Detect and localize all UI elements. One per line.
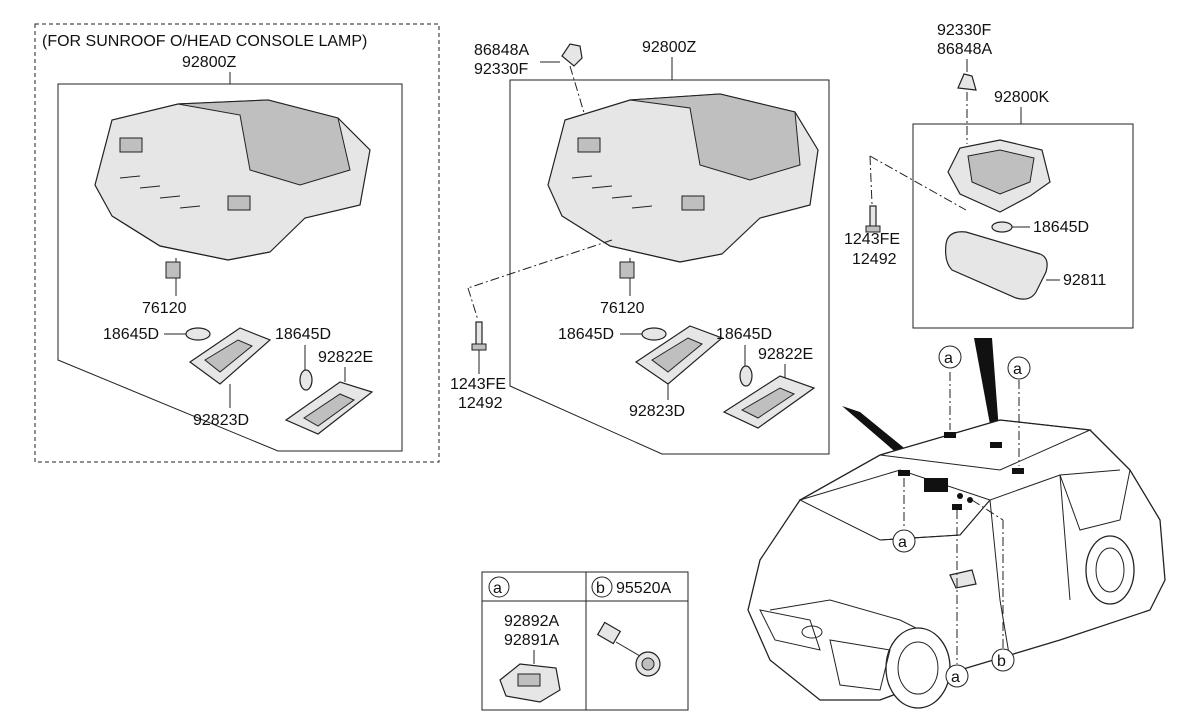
center-bulb-right-label[interactable]: 18645D <box>716 326 772 343</box>
roof-marker-2 <box>990 442 1002 448</box>
roof-marker-5 <box>924 478 948 492</box>
roof-marker-1 <box>944 432 956 438</box>
right-clip-part <box>957 73 977 91</box>
right-panel: 92330F 86848A 92800K 18645D 92811 1243FE… <box>844 22 1134 329</box>
callout-a-top-left-text: a <box>944 350 953 367</box>
callout-a-bottom-text: a <box>951 669 960 686</box>
left-caption: (FOR SUNROOF O/HEAD CONSOLE LAMP) <box>42 33 367 50</box>
center-panel: 86848A 92330F 92800Z 76120 18645D 92823D… <box>450 39 830 455</box>
left-assembly-frame <box>57 83 403 452</box>
center-bulb-left-label[interactable]: 18645D <box>558 326 614 343</box>
legend-b-code[interactable]: 95520A <box>616 580 671 597</box>
callout-a-left[interactable] <box>892 529 916 553</box>
callout-a-top-left[interactable] <box>938 345 962 369</box>
legend-b-part <box>596 621 661 677</box>
left-bulb-left-part <box>185 327 211 341</box>
center-clip-code-2[interactable]: 92330F <box>474 61 528 78</box>
roof-marker-6 <box>952 504 962 510</box>
right-clip-code-2[interactable]: 86848A <box>937 41 992 58</box>
left-dashed-frame <box>34 23 440 463</box>
right-screw-code-2[interactable]: 12492 <box>852 251 897 268</box>
car-illustration: a a a a b <box>747 338 1166 709</box>
car-wheel-front <box>885 627 951 709</box>
left-console-part <box>94 99 371 261</box>
legend-a-part <box>499 663 561 703</box>
left-lens-left-label[interactable]: 92823D <box>193 412 249 429</box>
center-screw-part <box>471 321 487 351</box>
roof-marker-4 <box>898 470 910 476</box>
right-lamp-part <box>947 139 1051 213</box>
right-lamp-label[interactable]: 92800K <box>994 89 1049 106</box>
callout-a-top-right-text: a <box>1013 361 1022 378</box>
left-lens-right-label[interactable]: 92822E <box>318 349 373 366</box>
center-connector-label[interactable]: 76120 <box>600 300 645 317</box>
legend-a-circle <box>488 576 510 598</box>
car-wheel-rear <box>1085 535 1135 605</box>
center-lens-right-label[interactable]: 92822E <box>758 346 813 363</box>
center-clip-code-1[interactable]: 86848A <box>474 42 529 59</box>
center-screw-code-2[interactable]: 12492 <box>458 395 503 412</box>
right-bulb-part <box>991 221 1013 233</box>
center-bulb-left-part <box>641 327 667 341</box>
legend-a-symbol: a <box>493 580 502 597</box>
legend-b-circle <box>591 576 613 598</box>
callout-a-left-text: a <box>898 534 907 551</box>
legend-table: a b 95520A 92892A 92891A <box>481 571 689 711</box>
left-bulb-left-label[interactable]: 18645D <box>103 326 159 343</box>
left-connector-part <box>165 261 181 279</box>
center-assembly-frame <box>509 79 830 455</box>
callout-b-bottom-text: b <box>997 653 1006 670</box>
legend-a-code-2[interactable]: 92891A <box>504 632 559 649</box>
callout-b-bottom[interactable] <box>991 648 1015 672</box>
roof-marker-3 <box>1012 468 1024 474</box>
left-connector-label[interactable]: 76120 <box>142 300 187 317</box>
right-bulb-label[interactable]: 18645D <box>1033 219 1089 236</box>
right-lens-part <box>945 231 1048 300</box>
legend-a-code-1[interactable]: 92892A <box>504 613 559 630</box>
right-screw-code-1[interactable]: 1243FE <box>844 231 900 248</box>
legend-b-symbol: b <box>596 580 605 597</box>
right-screw-part <box>865 205 881 233</box>
pointer-wedge-right <box>974 338 1000 446</box>
right-assembly-frame <box>912 123 1134 329</box>
center-console-label[interactable]: 92800Z <box>642 39 696 56</box>
callout-a-top-right[interactable] <box>1007 356 1031 380</box>
center-lens-left-label[interactable]: 92823D <box>629 403 685 420</box>
center-connector-part <box>619 261 635 279</box>
left-bulb-right-part <box>299 369 313 391</box>
left-console-label[interactable]: 92800Z <box>182 54 236 71</box>
left-bulb-right-label[interactable]: 18645D <box>275 326 331 343</box>
center-clip-part <box>561 43 583 67</box>
center-bulb-right-part <box>739 365 753 387</box>
center-screw-code-1[interactable]: 1243FE <box>450 376 506 393</box>
right-clip-code-1[interactable]: 92330F <box>937 22 991 39</box>
left-panel: (FOR SUNROOF O/HEAD CONSOLE LAMP) 92800Z… <box>34 23 440 463</box>
center-console-part <box>547 93 819 263</box>
callout-a-bottom[interactable] <box>945 664 969 688</box>
right-lens-label[interactable]: 92811 <box>1063 272 1106 289</box>
